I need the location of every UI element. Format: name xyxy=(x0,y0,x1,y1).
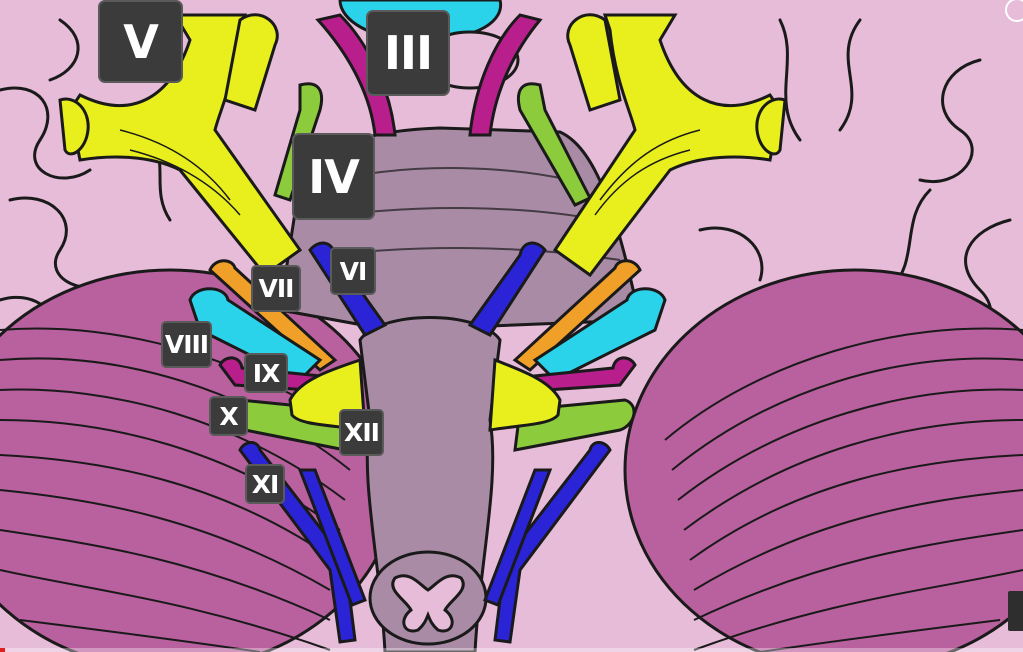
accessory-nerves xyxy=(238,441,612,644)
trigeminal-nerves xyxy=(58,13,787,278)
facial-nerves xyxy=(208,259,642,372)
label-cn-v: V xyxy=(98,0,183,83)
label-cn-vi: VI xyxy=(330,247,376,295)
label-cn-vii: VII xyxy=(251,265,301,312)
video-progress-fill xyxy=(0,648,6,652)
label-cn-ix: IX xyxy=(244,353,288,393)
oculomotor-nerves xyxy=(315,13,543,137)
label-cn-iv: IV xyxy=(292,133,375,220)
channel-watermark-logo xyxy=(1008,591,1023,631)
label-cn-xii: XII xyxy=(339,409,384,456)
label-cn-xi: XI xyxy=(245,464,285,504)
label-cn-x: X xyxy=(209,396,248,436)
video-progress-bar[interactable] xyxy=(0,648,1023,652)
label-cn-iii: III xyxy=(366,10,450,96)
grey-matter xyxy=(391,574,465,633)
corner-overlay-circle xyxy=(1005,0,1023,22)
label-cn-viii: VIII xyxy=(161,321,212,368)
